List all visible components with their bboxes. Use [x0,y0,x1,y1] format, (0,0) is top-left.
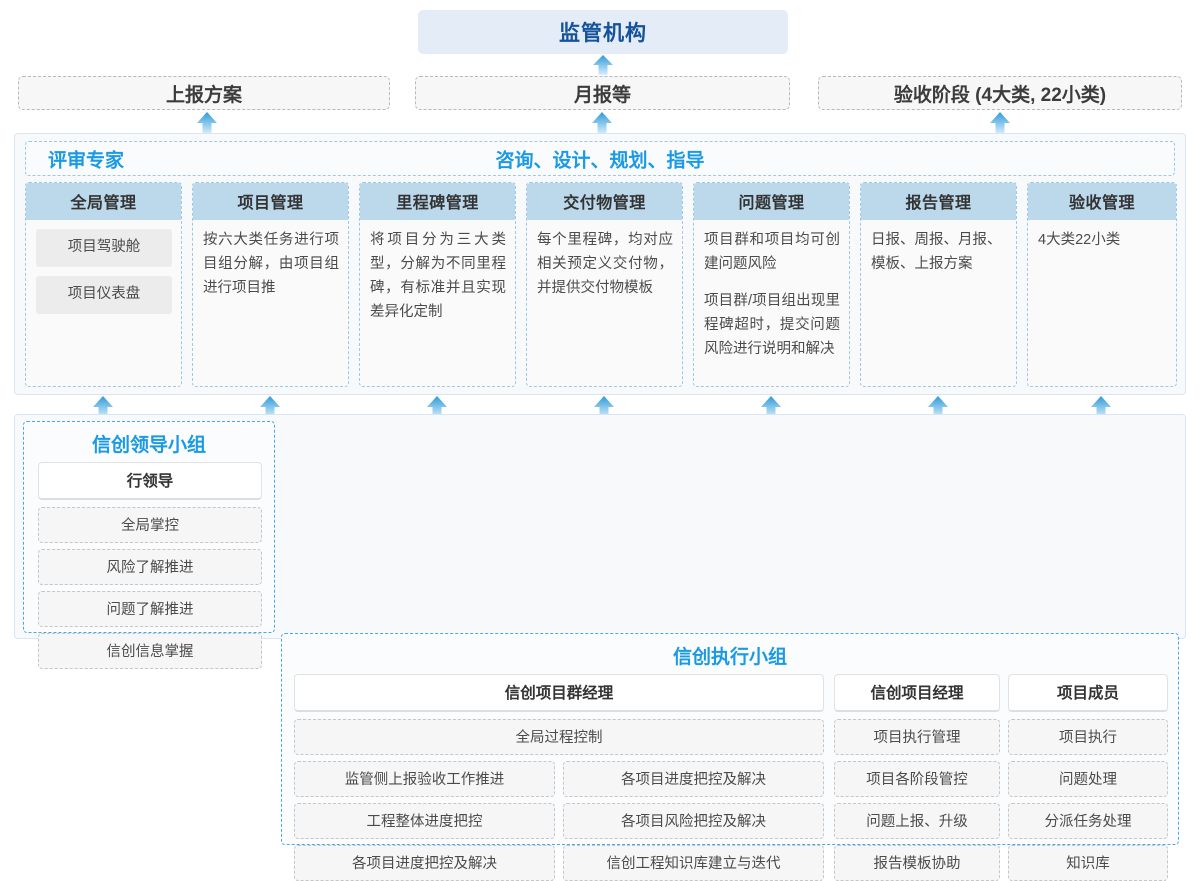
role-item[interactable]: 项目执行管理 [834,719,1000,755]
group-title-execution: 信创执行小组 [672,647,788,668]
role-bank-leader: 行领导 全局掌控 风险了解推进 问题了解推进 信创信息掌握 [38,462,262,669]
pill-item[interactable]: 项目仪表盘 [36,275,172,314]
mgmt-column-title: 问题管理 [694,183,849,220]
group-leading: 信创领导小组 行领导 全局掌控 风险了解推进 问题了解推进 信创信息掌握 [23,421,275,669]
mgmt-column-report-management[interactable]: 报告管理 日报、周报、月报、模板、上报方案 [860,182,1017,387]
role-item[interactable]: 全局掌控 [38,507,262,543]
role-item[interactable]: 项目执行 [1008,719,1168,755]
role-program-manager: 信创项目群经理 全局过程控制 监管侧上报验收工作推进 工程整体进度把控 各项目进… [294,674,824,881]
role-project-manager: 信创项目经理 项目执行管理 项目各阶段管控 问题上报、升级 报告模板协助 [834,674,1000,881]
role-item[interactable]: 问题上报、升级 [834,803,1000,839]
diagram-canvas: 监管机构 上报方案 月报等 验收阶段 (4大类, 22小类) [14,10,1186,881]
role-item[interactable]: 知识库 [1008,845,1168,881]
arrow-up-icon-to-monthly-report [591,112,613,134]
role-item[interactable]: 报告模板协助 [834,845,1000,881]
mgmt-column-title: 交付物管理 [527,183,682,220]
role-item[interactable]: 监管侧上报验收工作推进 [294,761,555,797]
bottom-panel: 信创领导小组 行领导 全局掌控 风险了解推进 问题了解推进 信创信息掌握 信创执… [14,414,1186,881]
role-head-label: 信创项目群经理 [294,674,824,712]
mgmt-paragraph: 将项目分为三大类型，分解为不同里程碑，有标准并且实现差异化定制 [370,232,506,320]
mgmt-paragraph: 每个里程碑，均对应相关预定义交付物，并提供交付物模板 [537,232,673,296]
group-title-leading: 信创领导小组 [91,435,207,456]
band-label-consulting: 咨询、设计、规划、指导 [495,150,705,171]
role-item-full-width[interactable]: 全局过程控制 [294,719,824,755]
mgmt-column-global-management[interactable]: 全局管理 项目驾驶舱 项目仪表盘 [25,182,182,387]
channel-label: 上报方案 [165,84,242,106]
arrow-up-icon-to-report-plan [196,112,218,134]
role-item[interactable]: 风险了解推进 [38,549,262,585]
program-manager-right-column: 各项目进度把控及解决 各项目风险把控及解决 信创工程知识库建立与迭代 [563,761,824,881]
arrow-up-icon-to-regulator [592,55,614,75]
advisory-band: 评审专家 咨询、设计、规划、指导 [25,141,1175,176]
mgmt-paragraph: 日报、周报、月报、模板、上报方案 [871,232,1002,272]
arrow-up-icon-col-5 [760,396,782,418]
mgmt-column-deliverable-management[interactable]: 交付物管理 每个里程碑，均对应相关预定义交付物，并提供交付物模板 [526,182,683,387]
role-item[interactable]: 分派任务处理 [1008,803,1168,839]
mgmt-column-title: 项目管理 [193,183,348,220]
channel-box-monthly-report[interactable]: 月报等 [415,76,790,110]
channel-label: 月报等 [573,84,631,106]
role-item[interactable]: 问题了解推进 [38,591,262,627]
role-item[interactable]: 问题处理 [1008,761,1168,797]
mgmt-column-title: 报告管理 [861,183,1016,220]
mgmt-column-title: 验收管理 [1028,183,1176,220]
mgmt-column-acceptance-management[interactable]: 验收管理 4大类22小类 [1027,182,1177,387]
middle-panel: 评审专家 咨询、设计、规划、指导 全局管理 项目驾驶舱 项目仪表盘 项目管理 按… [14,133,1186,395]
mgmt-column-issue-management[interactable]: 问题管理 项目群和项目均可创建问题风险 项目群/项目组出现里程碑超时，提交问题风… [693,182,850,387]
mgmt-paragraph: 项目群/项目组出现里程碑超时，提交问题风险进行说明和解决 [704,292,840,357]
arrow-up-icon-col-6 [927,396,949,418]
role-item[interactable]: 项目各阶段管控 [834,761,1000,797]
pill-item[interactable]: 项目驾驶舱 [36,229,172,267]
role-item[interactable]: 工程整体进度把控 [294,803,555,839]
arrow-up-icon-col-2 [259,396,281,418]
arrow-up-icon-col-7 [1090,396,1112,418]
arrow-up-icon-to-acceptance-stage [989,112,1011,134]
mgmt-column-title: 里程碑管理 [360,183,515,220]
regulator-box: 监管机构 [418,10,788,54]
arrow-up-icon-col-4 [593,396,615,418]
program-manager-left-column: 监管侧上报验收工作推进 工程整体进度把控 各项目进度把控及解决 [294,761,555,881]
program-manager-columns: 监管侧上报验收工作推进 工程整体进度把控 各项目进度把控及解决 各项目进度把控及… [294,761,824,881]
regulator-label: 监管机构 [559,22,647,45]
channel-box-acceptance-stage[interactable]: 验收阶段 (4大类, 22小类) [818,76,1182,110]
arrow-up-icon-col-1 [92,396,114,418]
role-head-label: 项目成员 [1008,674,1168,712]
role-item[interactable]: 信创工程知识库建立与迭代 [563,845,824,881]
role-item[interactable]: 各项目进度把控及解决 [563,761,824,797]
mgmt-column-milestone-management[interactable]: 里程碑管理 将项目分为三大类型，分解为不同里程碑，有标准并且实现差异化定制 [359,182,516,387]
band-label-review-experts: 评审专家 [48,150,125,171]
mgmt-paragraph: 4大类22小类 [1038,232,1121,248]
mgmt-column-title: 全局管理 [26,183,181,220]
role-project-member: 项目成员 项目执行 问题处理 分派任务处理 知识库 [1008,674,1168,881]
mgmt-paragraph: 项目群和项目均可创建问题风险 [704,232,840,272]
channel-box-report-plan[interactable]: 上报方案 [18,76,390,110]
role-head-label: 行领导 [38,462,262,500]
mgmt-column-project-management[interactable]: 项目管理 按六大类任务进行项目组分解，由项目组进行项目推 [192,182,349,387]
role-item[interactable]: 各项目进度把控及解决 [294,845,555,881]
channel-label: 验收阶段 (4大类, 22小类) [893,84,1107,106]
role-head-label: 信创项目经理 [834,674,1000,712]
role-item[interactable]: 信创信息掌握 [38,633,262,669]
arrow-up-icon-col-3 [426,396,448,418]
mgmt-paragraph: 按六大类任务进行项目组分解，由项目组进行项目推 [203,232,339,296]
group-execution: 信创执行小组 信创项目群经理 全局过程控制 监管侧上报验收工作推进 工程整体进度… [281,633,1179,881]
role-item[interactable]: 各项目风险把控及解决 [563,803,824,839]
